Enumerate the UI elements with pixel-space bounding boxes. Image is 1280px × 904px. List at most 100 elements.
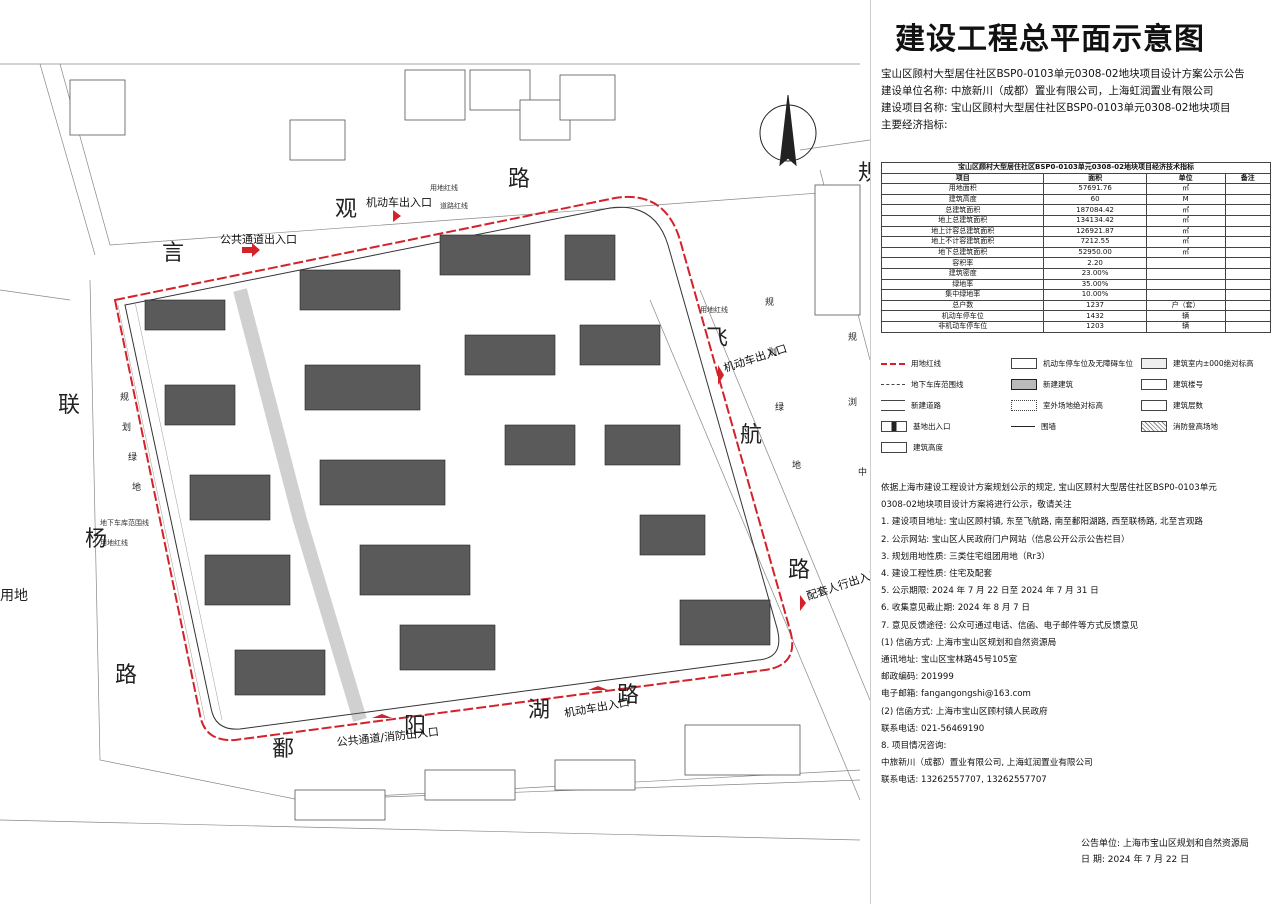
label-land-line: 用地红线 <box>430 183 458 192</box>
table-header-row: 项目面积单位备注 <box>880 172 1272 185</box>
table-cell: M <box>1145 193 1226 206</box>
legend-item: 机动车停车位及无障碍车位 <box>1011 358 1133 369</box>
note-line: 5. 公示期限: 2024 年 7 月 22 日至 2024 年 7 月 31 … <box>881 586 1099 597</box>
table-header-cell: 备注 <box>1224 172 1272 185</box>
table-cell: 1432 <box>1043 310 1147 322</box>
note-line: 3. 规划用地性质: 三类住宅组团用地（Rr3） <box>881 551 1051 562</box>
legend-label: 用地红线 <box>911 359 941 368</box>
table-cell <box>1145 267 1226 280</box>
table-cell: 建筑高度 <box>880 193 1045 206</box>
table-cell: 地上计容总建筑面积 <box>880 225 1045 238</box>
road-east-b: 航 <box>740 423 762 448</box>
road-south-d: 鄱 <box>272 737 294 762</box>
table-cell: ㎡ <box>1145 183 1226 195</box>
note-line: 4. 建设工程性质: 住宅及配套 <box>881 569 993 580</box>
entry-arrows <box>242 210 806 718</box>
legend-item: 建筑高度 <box>881 442 943 453</box>
surrounding-linework <box>0 63 870 841</box>
table-cell <box>1224 204 1272 216</box>
table-cell <box>1145 257 1226 269</box>
note-line: 联系电话: 13262557707, 13262557707 <box>881 775 1047 786</box>
red-dash-line-icon <box>881 362 905 365</box>
road-south-c: 阳 <box>404 714 426 739</box>
table-cell <box>1224 225 1272 238</box>
entry-east-vehicle: 机动车出入口 <box>722 341 789 375</box>
note-line: 邮政编码: 201999 <box>881 672 954 683</box>
legend-label: 室外场地绝对标高 <box>1043 401 1103 410</box>
header-line-3: 建设项目名称: 宝山区顾村大型居住社区BSP0-0103单元0308-02地块项… <box>881 102 1231 114</box>
table-cell: 容积率 <box>880 257 1045 269</box>
info-panel: 建设工程总平面示意图 宝山区顾村大型居住社区BSP0-0103单元0308-02… <box>870 0 1280 904</box>
table-cell <box>1224 299 1272 312</box>
table-cell <box>1224 214 1272 227</box>
table-cell: 35.00% <box>1043 278 1147 291</box>
north-arrow-icon <box>759 94 817 167</box>
table-cell <box>1224 310 1272 322</box>
table-cell: 1237 <box>1043 299 1147 312</box>
page-title: 建设工程总平面示意图 <box>895 22 1205 57</box>
notes: 依据上海市建设工程设计方案规划公示的规定, 宝山区顾村大型居住社区BSP0-01… <box>881 480 1276 790</box>
entry-south-vehicle: 机动车出入口 <box>563 695 630 720</box>
table-cell: ㎡ <box>1145 204 1226 216</box>
note-line: 6. 收集意见截止期: 2024 年 8 月 7 日 <box>881 603 1030 614</box>
internal-road <box>233 288 367 723</box>
note-line: 电子邮箱: fangangongshi@163.com <box>881 689 1031 700</box>
table-cell: 户（套） <box>1145 299 1226 312</box>
green-east-b: 划 <box>768 346 777 358</box>
table-cell <box>1224 289 1272 301</box>
entry-arrow-icon <box>881 421 907 432</box>
table-header-cell: 面积 <box>1043 172 1147 185</box>
number-tag-icon <box>1141 379 1167 390</box>
legend-item: 地下车库范围线 <box>881 379 964 390</box>
table-cell: 非机动车停车位 <box>880 320 1045 333</box>
entry-south-public: 公共通道/消防出入口 <box>336 724 440 749</box>
note-line: 8. 项目情况咨询: <box>881 741 947 752</box>
road-west-b: 杨 <box>85 527 107 552</box>
table-cell: 10.00% <box>1043 289 1147 301</box>
road-north-b: 路 <box>508 167 530 192</box>
note-line: 中旅新川（成都）置业有限公司, 上海虹润置业有限公司 <box>881 758 1093 769</box>
green-east-e: 规 <box>848 332 857 343</box>
site-redline <box>113 195 794 742</box>
legend-label: 基地出入口 <box>913 422 951 431</box>
road-east-a: 飞 <box>706 326 728 351</box>
dash-line-icon <box>881 384 905 385</box>
hatched-box-icon <box>1141 421 1167 432</box>
note-line: 通讯地址: 宝山区宝林路45号105室 <box>881 655 1018 666</box>
label-left-edge: 用地 <box>0 588 28 604</box>
label-road-line: 道路红线 <box>440 201 468 210</box>
note-line: (1) 信函方式: 上海市宝山区规划和自然资源局 <box>881 637 1057 648</box>
footer: 公告单位: 上海市宝山区规划和自然资源局 日 期: 2024 年 7 月 22 … <box>1081 836 1249 868</box>
table-cell: 辆 <box>1145 310 1226 322</box>
legend-label: 建筑室内±000绝对标高 <box>1173 359 1254 368</box>
note-line: 0308-02地块项目设计方案将进行公示，敬请关注 <box>881 500 1072 511</box>
table-header-cell: 项目 <box>880 172 1045 185</box>
road-east-c: 路 <box>788 558 810 583</box>
road-lines-icon <box>881 400 905 411</box>
road-west-c: 路 <box>115 663 137 688</box>
table-cell: ㎡ <box>1145 214 1226 227</box>
table-cell: 建筑密度 <box>880 267 1045 280</box>
legend-item: 新建建筑 <box>1011 379 1073 390</box>
indicator-table: 宝山区顾村大型居住社区BSP0-0103单元0308-02地块项目经济技术指标 … <box>880 162 1272 333</box>
parking-box-icon <box>1011 358 1037 369</box>
new-buildings <box>144 234 771 696</box>
label-garage-line: 地下车库范围线 <box>100 518 149 527</box>
table-cell: ㎡ <box>1145 225 1226 238</box>
road-west-a: 联 <box>58 393 80 418</box>
green-west-b: 划 <box>122 421 131 433</box>
note-line: 依据上海市建设工程设计方案规划公示的规定, 宝山区顾村大型居住社区BSP0-01… <box>881 483 1217 493</box>
note-line: (2) 信函方式: 上海市宝山区顾村镇人民政府 <box>881 706 1048 717</box>
road-south-a: 湖 <box>528 698 550 723</box>
footer-announcer: 公告单位: 上海市宝山区规划和自然资源局 <box>1081 839 1249 849</box>
legend-item: 基地出入口 <box>881 421 951 432</box>
